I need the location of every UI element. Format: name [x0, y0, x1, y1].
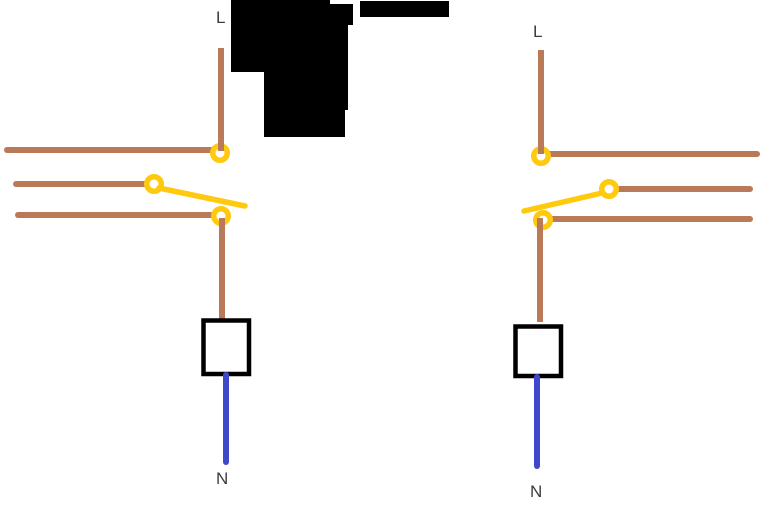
right-switch-pivot-icon [599, 179, 619, 199]
left-live-label: L [216, 8, 226, 27]
redaction-bar [360, 1, 449, 17]
left-switch-lever [156, 185, 248, 209]
right-switch-lever [521, 190, 605, 214]
right-live-label: L [533, 22, 543, 41]
redaction-scribble [231, 0, 353, 137]
left-lamp [201, 318, 252, 377]
left-neutral-label: N [216, 469, 229, 488]
right-lamp [513, 324, 564, 379]
right-neutral-label: N [530, 482, 543, 501]
